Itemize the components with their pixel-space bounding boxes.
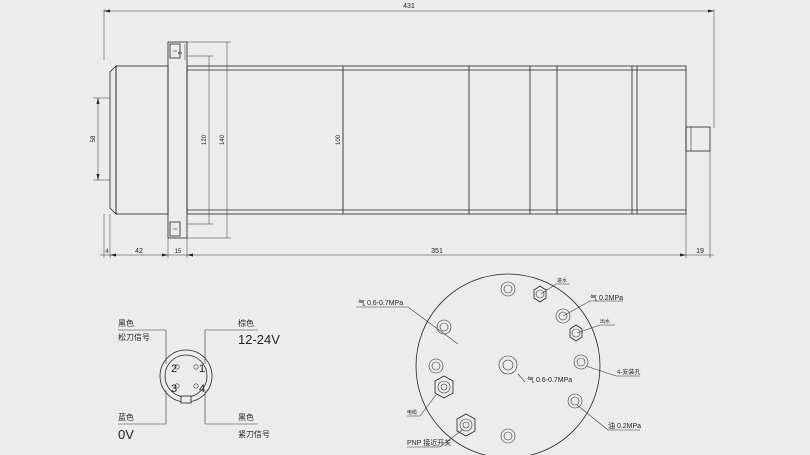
front-cylinder xyxy=(115,65,169,215)
label-blue-voltage: 0V xyxy=(118,427,134,442)
dim-42-label: 42 xyxy=(135,248,143,255)
pin-4-label: 4 xyxy=(199,383,205,395)
pin-2-label: 2 xyxy=(171,363,177,375)
end-face-outline xyxy=(415,273,601,455)
connector-pinout: 2 1 3 4 黑色 松刀信号 棕色 12-24V 蓝色 0V 黑色 紧刀信号 xyxy=(118,318,280,442)
dim-58-label: 58 xyxy=(91,135,97,142)
label-left-small: 电缆 xyxy=(407,409,417,416)
label-brown-voltage: 12-24V xyxy=(238,332,280,347)
pin-3-label: 3 xyxy=(171,383,177,395)
dim-9-label: 9 xyxy=(178,51,184,54)
label-top-right-small: 进水 xyxy=(557,277,567,284)
port-bottom-right xyxy=(567,393,583,409)
port-bottom-hex xyxy=(456,413,476,437)
overall-length-label: 431 xyxy=(403,3,415,10)
dim-140-label: 140 xyxy=(220,134,226,145)
port-top-hex xyxy=(533,285,547,303)
label-pressure-center: 气 0.6-0.7MPa xyxy=(527,375,572,384)
label-black-sub: 松刀信号 xyxy=(118,332,150,342)
label-bottom-right: 油 0.2MPa xyxy=(608,421,641,430)
rear-shaft xyxy=(685,126,711,152)
spindle-body xyxy=(186,65,687,215)
dim-19-label: 19 xyxy=(696,248,704,255)
label-black-title: 黑色 xyxy=(118,318,134,328)
front-nose xyxy=(109,65,117,215)
dim-120-label: 120 xyxy=(202,134,208,145)
port-bottom xyxy=(500,428,516,444)
label-top-right: 气 0.2MPa xyxy=(590,293,623,302)
pin-1-label: 1 xyxy=(199,363,205,375)
dim-100-label: 100 xyxy=(336,134,342,145)
label-right-small: 出水 xyxy=(600,318,610,325)
side-view: 431 58 120 xyxy=(91,3,715,258)
label-black2-title: 黑色 xyxy=(238,412,254,422)
dim-15-label: 15 xyxy=(175,249,182,255)
mounting-flange xyxy=(167,41,188,239)
label-black2-sub: 紧刀信号 xyxy=(238,429,270,439)
label-pressure-left: 气 0.6-0.7MPa xyxy=(358,298,403,307)
label-brown-title: 棕色 xyxy=(238,318,254,328)
dim-4-label: 4 xyxy=(105,249,109,255)
port-left xyxy=(428,358,444,374)
end-view: 气 0.6-0.7MPa 气 0.6-0.7MPa 进水 气 0.2MPa 出水… xyxy=(356,273,641,455)
port-top-left xyxy=(500,281,516,297)
port-right xyxy=(573,354,589,370)
dim-351-label: 351 xyxy=(431,248,443,255)
port-left-upper xyxy=(436,319,452,335)
label-blue-title: 蓝色 xyxy=(118,412,134,422)
port-center xyxy=(498,355,518,375)
port-right-hex xyxy=(569,324,583,342)
label-pnp: PNP 接近开关 xyxy=(407,438,451,447)
port-left-hex xyxy=(434,375,454,399)
port-top-right xyxy=(555,308,571,324)
label-mount: 4-安装孔 xyxy=(617,368,640,376)
